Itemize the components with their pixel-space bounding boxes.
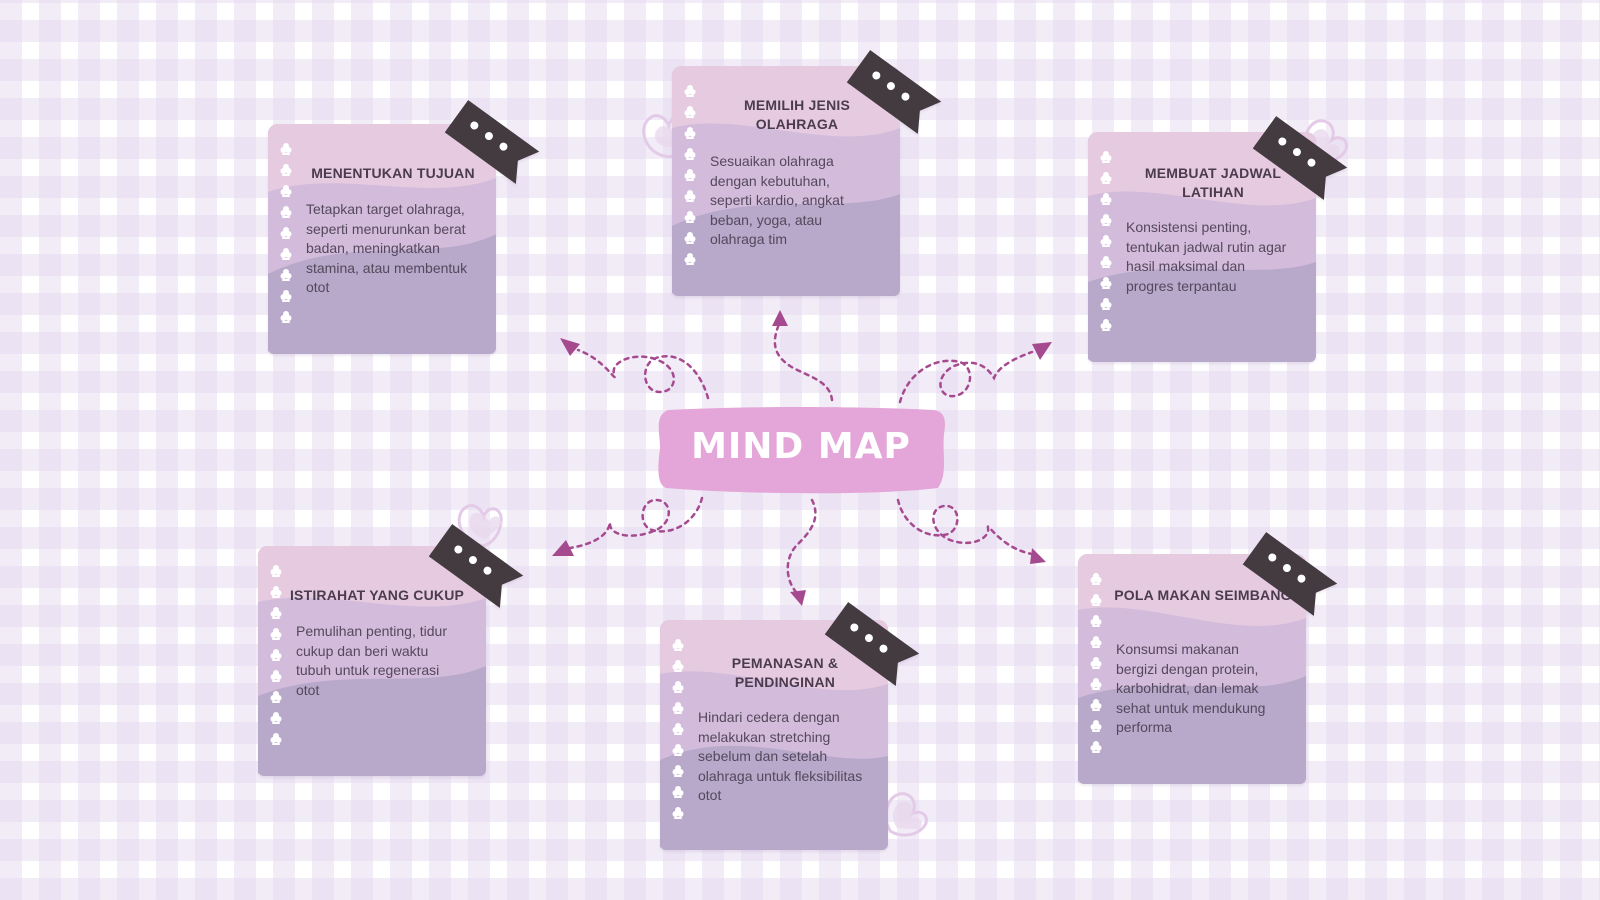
card-menentukan-tujuan: MENENTUKAN TUJUAN Tetapkan target olahra…	[268, 99, 540, 354]
clover-ring-icon	[270, 711, 284, 725]
clover-ring-icon	[270, 606, 284, 620]
dashed-arrow-icon	[898, 350, 1034, 404]
card-title: MEMILIH JENIS OLAHRAGA	[743, 97, 851, 132]
clover-ribbon-icon	[824, 601, 920, 687]
clover-ring-icon	[1100, 192, 1114, 206]
clover-ring-icon	[1100, 171, 1114, 185]
clover-ring-icon	[1090, 635, 1104, 649]
card-pola-makan: POLA MAKAN SEIMBANG Konsumsi makanan ber…	[1078, 531, 1338, 784]
clover-ring-icon	[270, 669, 284, 683]
clover-ring-icon	[270, 564, 284, 578]
binding-rings	[672, 638, 686, 820]
card-text: Konsumsi makanan bergizi dengan protein,…	[1116, 641, 1266, 735]
clover-ring-icon	[280, 247, 294, 261]
card-text: Hindari cedera dengan melakukan stretchi…	[698, 709, 863, 803]
clover-ring-icon	[684, 189, 698, 203]
clover-ring-icon	[684, 105, 698, 119]
clover-ring-icon	[280, 226, 294, 240]
card-text: Konsistensi penting, tentukan jadwal rut…	[1126, 219, 1287, 294]
arrowhead-icon	[772, 310, 788, 326]
clover-ring-icon	[1100, 318, 1114, 332]
binding-rings	[280, 142, 294, 324]
clover-ring-icon	[270, 732, 284, 746]
card-title: MEMBUAT JADWAL LATIHAN	[1144, 165, 1282, 200]
binding-rings	[684, 84, 698, 266]
clover-ring-icon	[1100, 255, 1114, 269]
clover-ring-icon	[270, 690, 284, 704]
clover-ring-icon	[684, 147, 698, 161]
center-title: MIND MAP	[691, 426, 911, 467]
clover-ribbon-icon	[1252, 115, 1348, 201]
card-title: PEMANASAN & PENDINGINAN	[731, 655, 839, 690]
arrowhead-icon	[552, 540, 574, 556]
clover-ring-icon	[684, 168, 698, 182]
clover-ring-icon	[672, 722, 686, 736]
clover-ring-icon	[1100, 276, 1114, 290]
card-title: POLA MAKAN SEIMBANG	[1114, 587, 1292, 603]
clover-ring-icon	[280, 205, 294, 219]
clover-ring-icon	[270, 627, 284, 641]
clover-ring-icon	[672, 806, 686, 820]
card-text: Pemulihan penting, tidur cukup dan beri …	[296, 623, 447, 698]
dashed-arrow-icon	[576, 348, 710, 400]
binding-rings	[1090, 572, 1104, 754]
clover-ring-icon	[684, 126, 698, 140]
card-text: Sesuaikan olahraga dengan kebutuhan, sep…	[710, 153, 844, 247]
arrowhead-icon	[560, 338, 580, 356]
clover-ring-icon	[684, 252, 698, 266]
center-node: MIND MAP	[654, 404, 948, 496]
clover-ring-icon	[672, 701, 686, 715]
dashed-arrow-icon	[786, 498, 817, 594]
clover-ring-icon	[1100, 213, 1114, 227]
card-title: MENENTUKAN TUJUAN	[311, 165, 475, 181]
arrowhead-icon	[790, 590, 806, 606]
card-text: Tetapkan target olahraga, seperti menuru…	[306, 201, 468, 295]
clover-ring-icon	[1090, 614, 1104, 628]
binding-rings	[1100, 150, 1114, 332]
clover-ribbon-icon	[444, 99, 540, 185]
clover-ring-icon	[280, 268, 294, 282]
clover-ring-icon	[684, 231, 698, 245]
dashed-arrow-icon	[568, 496, 704, 550]
clover-ring-icon	[1090, 572, 1104, 586]
clover-ribbon-icon	[846, 49, 942, 135]
clover-ring-icon	[1090, 593, 1104, 607]
clover-ring-icon	[280, 142, 294, 156]
clover-ring-icon	[1090, 656, 1104, 670]
clover-ring-icon	[1090, 698, 1104, 712]
clover-ring-icon	[684, 210, 698, 224]
card-pemanasan: PEMANASAN & PENDINGINAN Hindari cedera d…	[660, 601, 920, 850]
card-memilih-jenis: MEMILIH JENIS OLAHRAGA Sesuaikan olahrag…	[672, 49, 942, 296]
clover-ring-icon	[280, 163, 294, 177]
arrowhead-icon	[1032, 342, 1052, 360]
card-istirahat: ISTIRAHAT YANG CUKUP Pemulihan penting, …	[258, 523, 524, 776]
clover-ring-icon	[1100, 297, 1114, 311]
clover-ring-icon	[270, 585, 284, 599]
clover-ring-icon	[672, 764, 686, 778]
arrowhead-icon	[1030, 548, 1046, 564]
clover-ring-icon	[672, 743, 686, 757]
clover-ring-icon	[672, 659, 686, 673]
clover-ribbon-icon	[1242, 531, 1338, 617]
clover-ring-icon	[1100, 150, 1114, 164]
clover-ring-icon	[280, 184, 294, 198]
clover-ring-icon	[1090, 677, 1104, 691]
card-jadwal-latihan: MEMBUAT JADWAL LATIHAN Konsistensi penti…	[1088, 115, 1348, 362]
clover-ring-icon	[270, 648, 284, 662]
binding-rings	[270, 564, 284, 746]
clover-ring-icon	[672, 680, 686, 694]
dashed-arrow-icon	[773, 320, 834, 402]
clover-ring-icon	[280, 310, 294, 324]
clover-ribbon-icon	[428, 523, 524, 609]
clover-ring-icon	[672, 785, 686, 799]
clover-ring-icon	[672, 638, 686, 652]
clover-ring-icon	[684, 84, 698, 98]
clover-ring-icon	[1090, 719, 1104, 733]
clover-ring-icon	[280, 289, 294, 303]
clover-ring-icon	[1090, 740, 1104, 754]
card-title: ISTIRAHAT YANG CUKUP	[289, 587, 465, 603]
dashed-arrow-icon	[896, 498, 1034, 556]
clover-ring-icon	[1100, 234, 1114, 248]
